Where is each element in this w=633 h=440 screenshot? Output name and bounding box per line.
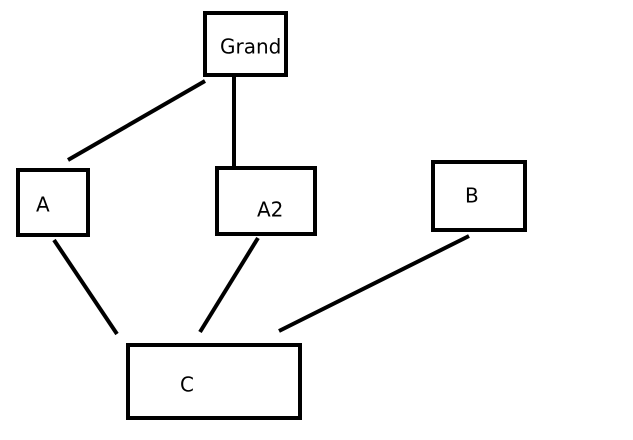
node-grand-label: Grand — [220, 35, 281, 59]
node-a2-box — [215, 166, 317, 236]
node-b-box — [431, 160, 527, 232]
edge-b-c — [278, 234, 470, 333]
node-c: C — [126, 343, 302, 420]
node-a-label: A — [36, 193, 50, 217]
node-a2: A2 — [215, 166, 317, 236]
node-grand: Grand — [203, 11, 288, 77]
edge-a-c — [52, 238, 119, 336]
node-b-label: B — [465, 184, 479, 208]
node-c-box — [126, 343, 302, 420]
node-grand-box — [203, 11, 288, 77]
node-a2-label: A2 — [257, 198, 283, 222]
edge-grand-a — [67, 79, 206, 162]
node-a-box — [16, 168, 90, 237]
node-c-label: C — [180, 373, 194, 397]
edge-a2-c — [198, 236, 260, 334]
node-a: A — [16, 168, 90, 237]
node-b: B — [431, 160, 527, 232]
